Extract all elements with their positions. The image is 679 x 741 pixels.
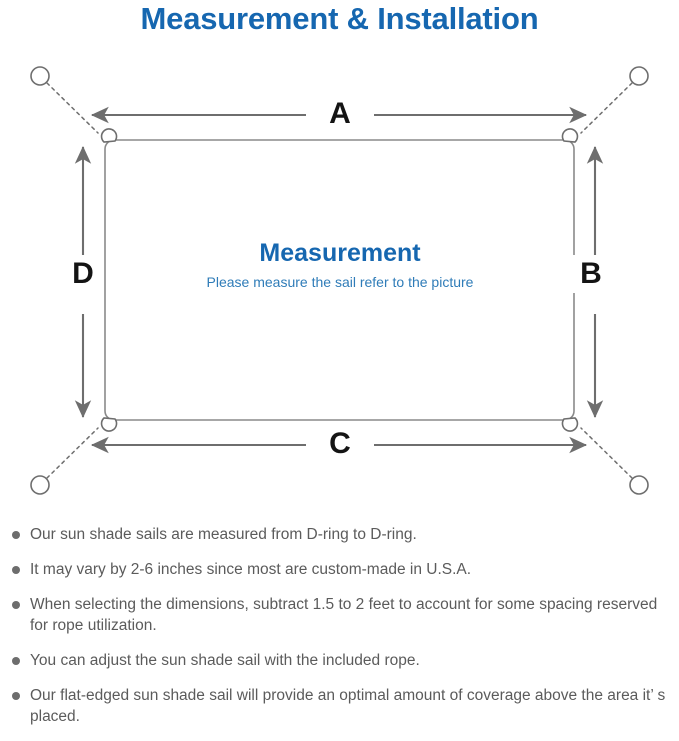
d-rings <box>100 128 579 432</box>
list-item: When selecting the dimensions, subtract … <box>0 594 679 636</box>
d-ring-bottom-right-icon <box>561 417 579 432</box>
notes-list: Our sun shade sails are measured from D-… <box>0 524 679 741</box>
rope-line-bottom-left <box>46 427 99 479</box>
bullet-icon <box>12 566 20 574</box>
sail-rectangle <box>104 139 575 421</box>
list-item: It may vary by 2-6 inches since most are… <box>0 559 679 580</box>
page-title: Measurement & Installation <box>140 1 539 36</box>
rope-line-top-right <box>580 82 633 134</box>
dimension-label-b: B <box>570 255 612 293</box>
anchor-post-top-right-icon <box>629 66 649 86</box>
list-item: You can adjust the sun shade sail with t… <box>0 650 679 671</box>
dimension-label-c: C <box>306 427 374 461</box>
rope-lines <box>46 82 633 479</box>
dimension-label-d: D <box>62 255 104 293</box>
list-item-text: It may vary by 2-6 inches since most are… <box>30 561 472 578</box>
rope-line-bottom-right <box>580 427 633 479</box>
d-ring-top-right-icon <box>561 128 579 143</box>
anchor-post-top-left-icon <box>30 66 50 86</box>
measurement-diagram: Measurement Please measure the sail refe… <box>0 42 679 517</box>
list-item: Our flat-edged sun shade sail will provi… <box>0 685 679 727</box>
anchor-post-bottom-left-icon <box>30 475 50 495</box>
list-item-text: You can adjust the sun shade sail with t… <box>30 652 420 669</box>
list-item-text: Our flat-edged sun shade sail will provi… <box>30 687 666 725</box>
bullet-icon <box>12 692 20 700</box>
list-item-text: When selecting the dimensions, subtract … <box>30 596 658 634</box>
rope-line-top-left <box>46 82 99 134</box>
anchor-posts <box>30 66 649 495</box>
d-ring-top-left-icon <box>100 128 118 143</box>
d-ring-bottom-left-icon <box>100 417 118 432</box>
bullet-icon <box>12 657 20 665</box>
bullet-icon <box>12 601 20 609</box>
list-item-text: Our sun shade sails are measured from D-… <box>30 526 417 543</box>
bullet-icon <box>12 531 20 539</box>
dimension-label-a: A <box>306 97 374 131</box>
anchor-post-bottom-right-icon <box>629 475 649 495</box>
list-item: Our sun shade sails are measured from D-… <box>0 524 679 545</box>
